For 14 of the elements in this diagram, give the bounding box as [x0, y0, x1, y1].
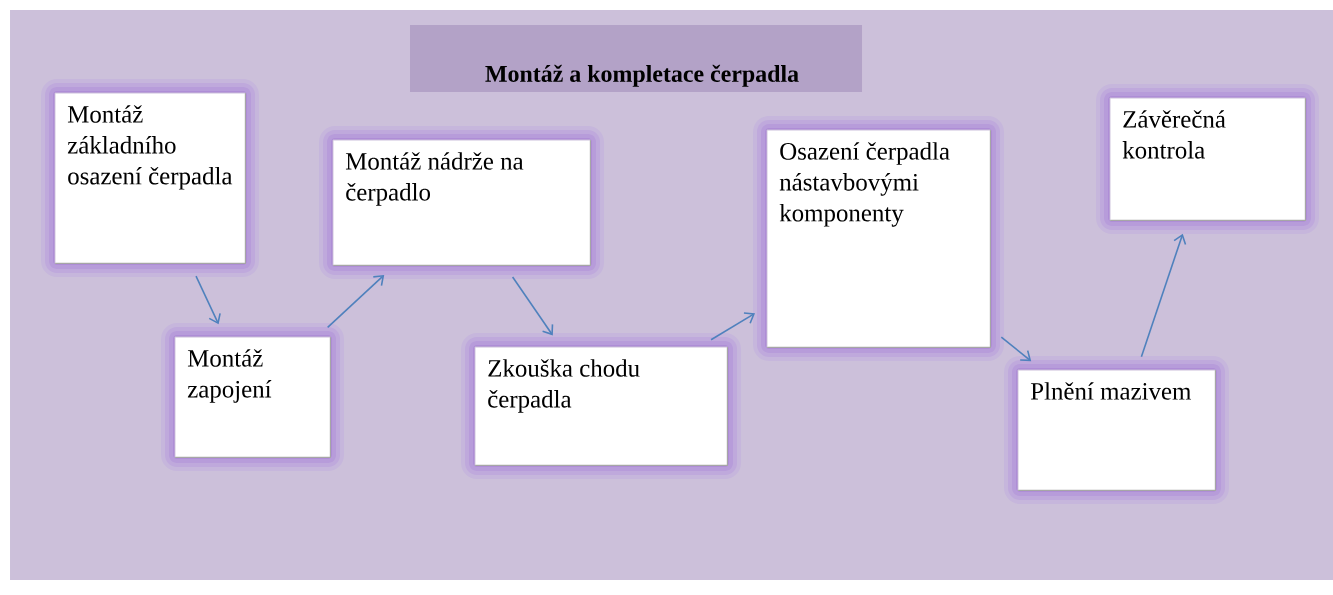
arrow: [1000, 336, 1032, 362]
arrow: [710, 312, 756, 341]
process-box: Zkouška chodu čerpadla: [461, 333, 741, 479]
process-box: Montáž základního osazení čerpadla: [41, 79, 259, 277]
arrow: [326, 274, 385, 329]
arrow: [511, 276, 554, 336]
arrow: [1140, 233, 1187, 358]
process-box: Závěrečná kontrola: [1096, 84, 1319, 234]
process-box: Plnění mazivem: [1004, 356, 1229, 504]
arrow: [195, 275, 221, 325]
process-box: Montáž nádrže na čerpadlo: [319, 126, 604, 279]
title-band: Montáž a kompletace čerpadla: [410, 25, 862, 92]
process-box: Montáž zapojení: [161, 323, 344, 471]
process-box: Osazení čerpadla nástavbovými komponenty: [753, 116, 1004, 361]
